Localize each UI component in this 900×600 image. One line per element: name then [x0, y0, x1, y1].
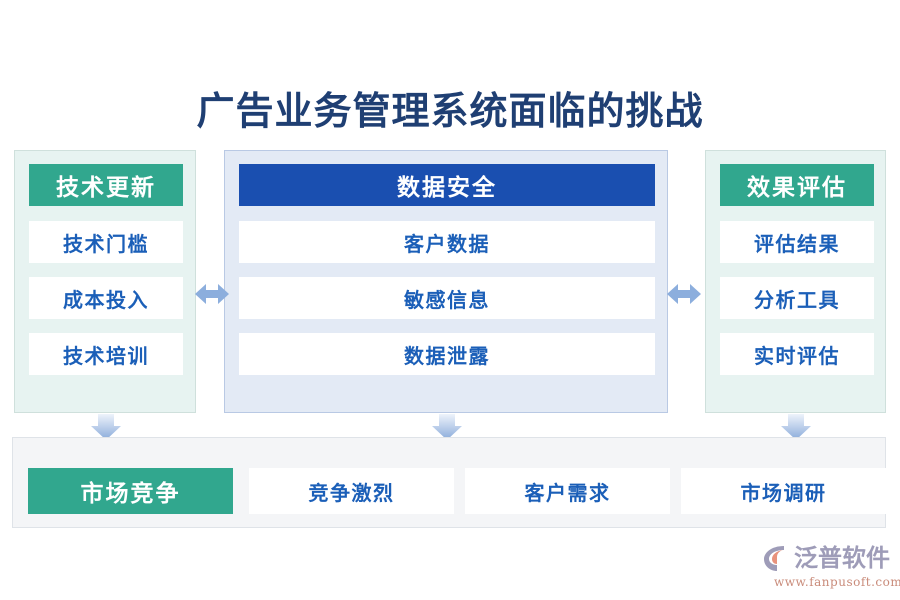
- logo-company-name: 泛普软件: [794, 544, 890, 572]
- column-item[interactable]: 技术门槛: [29, 221, 183, 263]
- column-header-effect-evaluation[interactable]: 效果评估: [720, 164, 874, 206]
- fanpu-swoosh-icon: [762, 543, 792, 573]
- column-tech-update: 技术更新 技术门槛 成本投入 技术培训: [14, 150, 196, 413]
- column-item[interactable]: 敏感信息: [239, 277, 655, 319]
- bottom-row-item[interactable]: 客户需求: [465, 468, 670, 514]
- brand-logo: 泛普软件 www.fanpusoft.com: [762, 542, 900, 592]
- column-item[interactable]: 技术培训: [29, 333, 183, 375]
- bottom-row-market-competition: 市场竞争 竞争激烈 客户需求 市场调研: [12, 437, 886, 528]
- column-item[interactable]: 分析工具: [720, 277, 874, 319]
- arrow-down-icon: [91, 414, 121, 440]
- bottom-row-item[interactable]: 竞争激烈: [249, 468, 454, 514]
- column-header-data-security[interactable]: 数据安全: [239, 164, 655, 206]
- arrow-down-icon: [781, 414, 811, 440]
- logo-website-url: www.fanpusoft.com: [774, 575, 900, 589]
- column-item[interactable]: 客户数据: [239, 221, 655, 263]
- double-arrow-horizontal-icon: [667, 281, 701, 307]
- column-item[interactable]: 评估结果: [720, 221, 874, 263]
- double-arrow-horizontal-icon: [195, 281, 229, 307]
- arrow-down-icon: [432, 414, 462, 440]
- column-header-tech-update[interactable]: 技术更新: [29, 164, 183, 206]
- column-item[interactable]: 数据泄露: [239, 333, 655, 375]
- column-item[interactable]: 成本投入: [29, 277, 183, 319]
- page-title: 广告业务管理系统面临的挑战: [196, 88, 704, 133]
- bottom-row-item[interactable]: 市场调研: [681, 468, 886, 514]
- column-item[interactable]: 实时评估: [720, 333, 874, 375]
- column-data-security: 数据安全 客户数据 敏感信息 数据泄露: [224, 150, 668, 413]
- column-effect-evaluation: 效果评估 评估结果 分析工具 实时评估: [705, 150, 886, 413]
- bottom-row-header[interactable]: 市场竞争: [28, 468, 233, 514]
